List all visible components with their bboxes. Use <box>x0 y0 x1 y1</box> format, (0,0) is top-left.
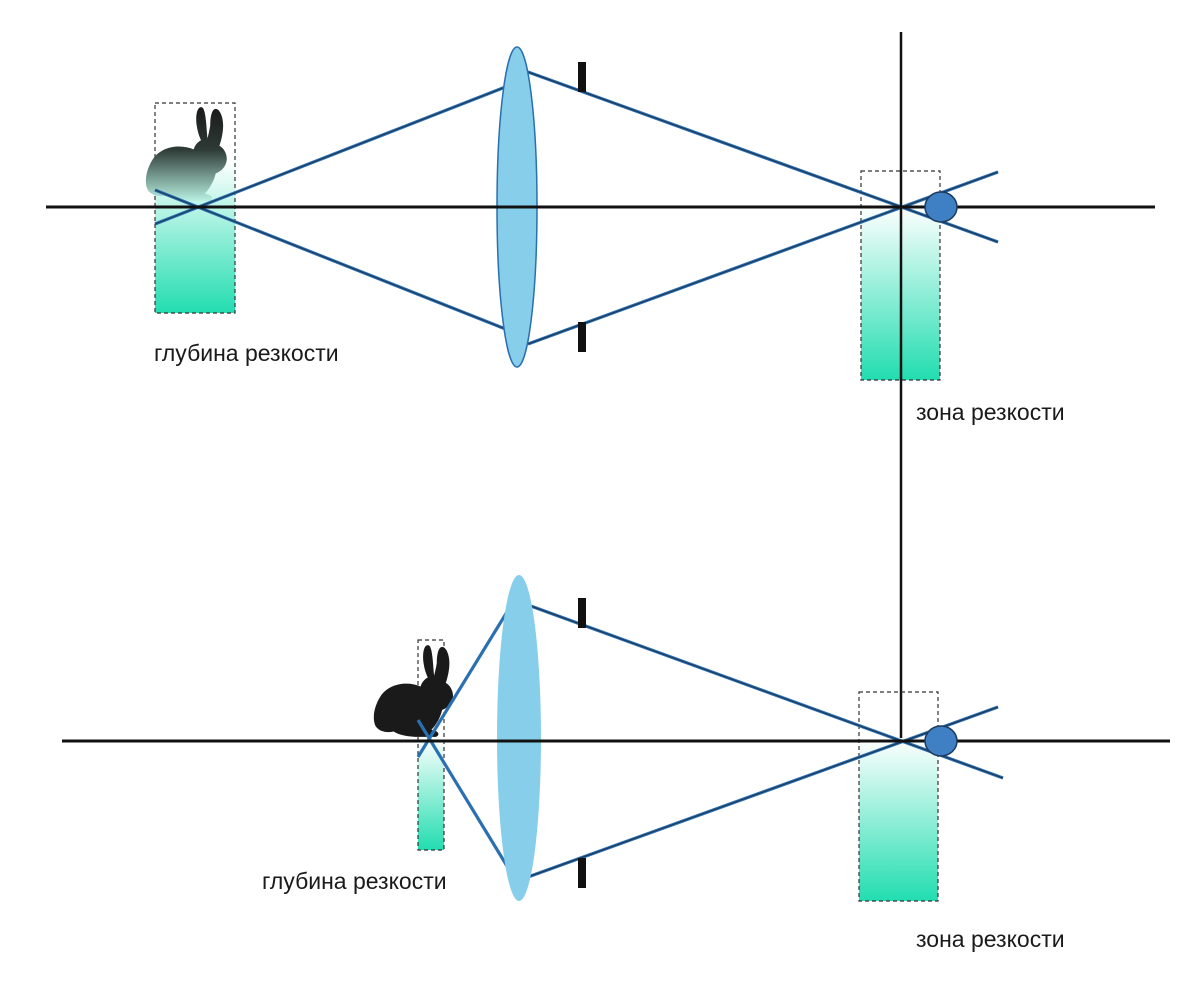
bottom-eye-icon <box>924 725 958 757</box>
top-panel: глубина резкости зона резкости <box>46 46 1155 425</box>
bottom-ray-subject-upper <box>416 611 509 758</box>
bottom-aperture-lower <box>578 858 586 888</box>
top-aperture-upper <box>578 62 586 92</box>
bottom-zone-label: зона резкости <box>916 926 1065 952</box>
bottom-lens <box>497 575 541 901</box>
top-sharp-zone-outline <box>860 170 941 381</box>
bottom-depth-label: глубина резкости <box>262 868 447 894</box>
bottom-panel: глубина резкости зона резкости <box>62 575 1170 952</box>
bottom-sharp-zone <box>859 738 938 901</box>
top-aperture-lower <box>578 322 586 352</box>
bottom-aperture-upper <box>578 598 586 628</box>
bottom-sharp-zone-outline <box>858 691 939 902</box>
bottom-depth-zone-outline <box>417 639 445 851</box>
top-depth-label: глубина резкости <box>154 340 339 366</box>
top-eye-icon <box>924 191 958 223</box>
bottom-rabbit <box>373 645 453 737</box>
bottom-ray-subject-lower <box>416 719 509 867</box>
top-zone-label: зона резкости <box>916 399 1065 425</box>
